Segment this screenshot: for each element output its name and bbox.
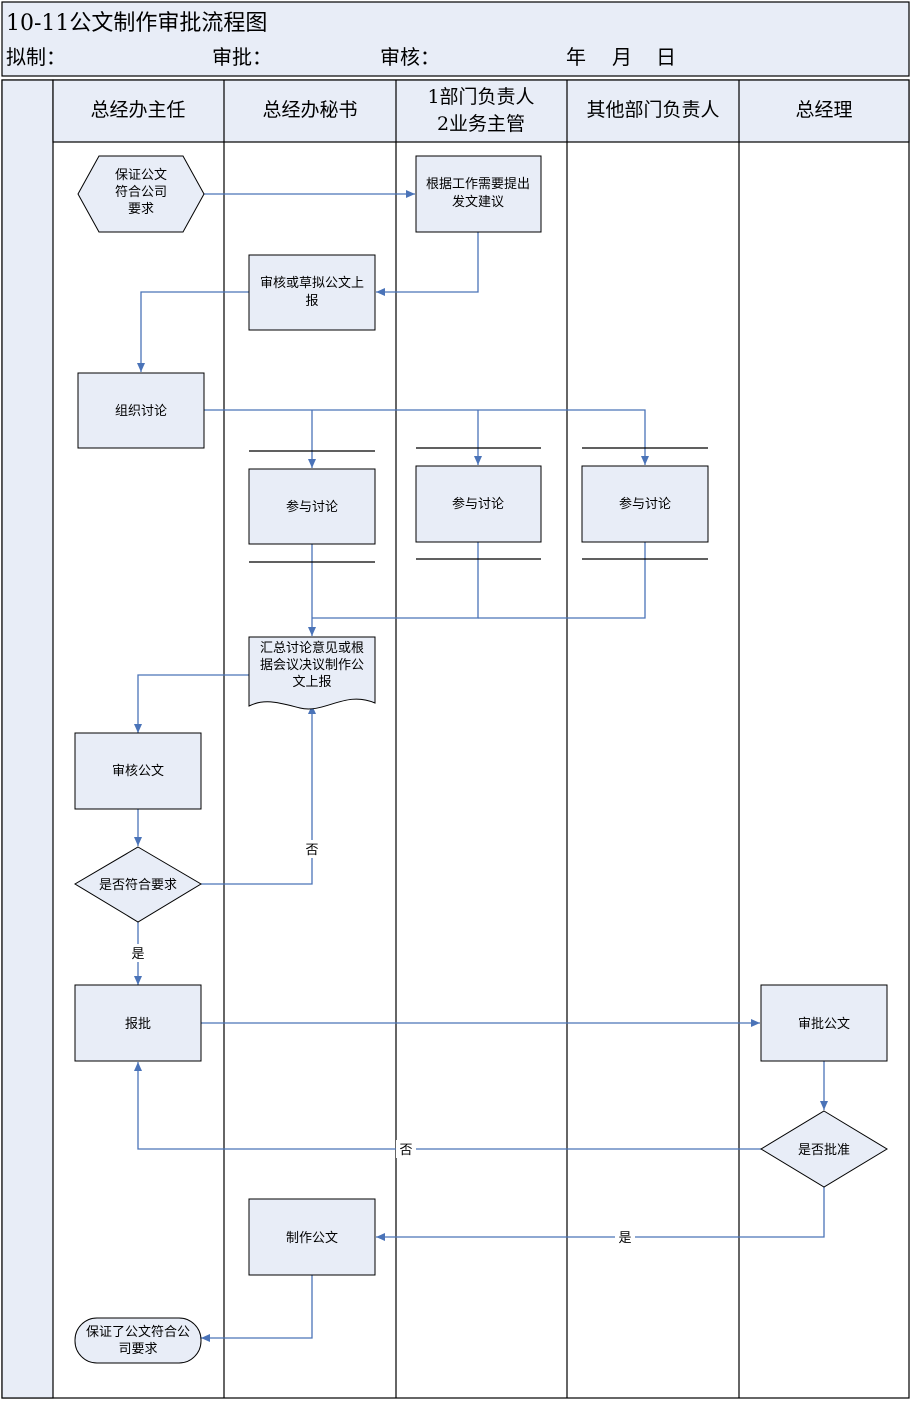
lane-header-gm: 总经理: [795, 99, 852, 121]
node-draft: [248, 254, 376, 331]
node-submit: [74, 984, 202, 1062]
node-summarize-line1: 汇总讨论意见或根: [260, 640, 364, 656]
node-join-dept-head-label: 参与讨论: [452, 496, 504, 512]
node-organize-label: 组织讨论: [115, 404, 167, 419]
edge-label-decide-yes: 是: [618, 1231, 631, 1246]
node-draft-line1: 审核或草拟公文上: [260, 276, 364, 291]
lane-header-other-dept: 其他部门负责人: [586, 99, 719, 121]
node-start-line3: 要求: [128, 202, 154, 217]
node-review: [74, 732, 202, 810]
edge-decide-yes: [376, 1187, 825, 1241]
node-make: [248, 1198, 376, 1276]
lane-header-dept-head-line2: 2业务主管: [437, 113, 525, 135]
node-make-label: 制作公文: [286, 1231, 338, 1246]
node-decide-label: 是否批准: [798, 1143, 850, 1158]
node-join-secretary-label: 参与讨论: [286, 499, 338, 515]
lane-header-secretary: 总经办秘书: [262, 99, 357, 121]
node-join-other-dept: [581, 465, 709, 543]
drafted-label: 拟制：: [6, 45, 66, 69]
label-bg: [128, 944, 148, 962]
node-end: [74, 1317, 202, 1364]
node-join-dept-head: [415, 465, 542, 543]
node-propose: [415, 155, 542, 233]
edge-check-no: [201, 705, 316, 885]
edge-summarize-to-review: [134, 674, 249, 733]
node-submit-label: 报批: [125, 1017, 151, 1032]
approved-label: 审批：: [212, 45, 272, 69]
node-review-label: 审核公文: [112, 764, 164, 779]
label-bg: [615, 1228, 635, 1246]
node-approve: [760, 984, 888, 1062]
edge-join3-to-summarize: [478, 542, 646, 619]
date-year: 年: [566, 45, 586, 69]
node-start-line1: 保证公文: [115, 168, 167, 183]
reviewed-label: 审核：: [380, 45, 440, 69]
node-join-secretary: [248, 468, 376, 545]
edge-label-decide-no: 否: [399, 1143, 412, 1158]
connectors: [134, 190, 828, 1342]
node-organize: [77, 372, 205, 449]
node-end-line2: 司要求: [118, 1342, 157, 1357]
edge-label-check-yes: 是: [131, 947, 144, 962]
lane-header-dept-head-line1: 1部门负责人: [427, 86, 534, 108]
node-approve-label: 审批公文: [798, 1017, 850, 1032]
node-summarize-line3: 文上报: [292, 675, 331, 690]
node-summarize: [248, 636, 376, 710]
node-propose-line1: 根据工作需要提出: [426, 176, 530, 192]
lane-header-director: 总经办主任: [90, 99, 185, 121]
edge-decide-no: [134, 1062, 761, 1150]
node-join-other-dept-label: 参与讨论: [619, 496, 671, 512]
label-bg: [396, 1140, 416, 1158]
edge-label-check-no: 否: [305, 843, 318, 858]
label-bg: [302, 840, 322, 858]
edge-draft-to-organize: [137, 291, 249, 372]
page-title: 10-11公文制作审批流程图: [6, 11, 267, 36]
node-summarize-line2: 据会议决议制作公: [260, 658, 364, 673]
node-start: [77, 155, 205, 233]
edge-propose-to-draft: [376, 232, 479, 296]
header-panel: [1, 1, 910, 77]
node-check: [74, 846, 202, 923]
date-month: 月: [612, 45, 632, 69]
node-propose-line2: 发文建议: [452, 194, 504, 210]
node-end-line1: 保证了公文符合公: [86, 1324, 190, 1340]
node-start-line2: 符合公司: [115, 184, 167, 200]
edge-make-to-end: [201, 1275, 313, 1342]
edge-organize-to-join3: [204, 409, 649, 465]
node-draft-line2: 报: [305, 294, 318, 309]
left-margin-column: [1, 79, 54, 1399]
node-check-label: 是否符合要求: [99, 877, 177, 893]
lane-header-row: [52, 79, 910, 143]
node-decide: [760, 1110, 888, 1188]
date-day: 日: [656, 45, 676, 69]
